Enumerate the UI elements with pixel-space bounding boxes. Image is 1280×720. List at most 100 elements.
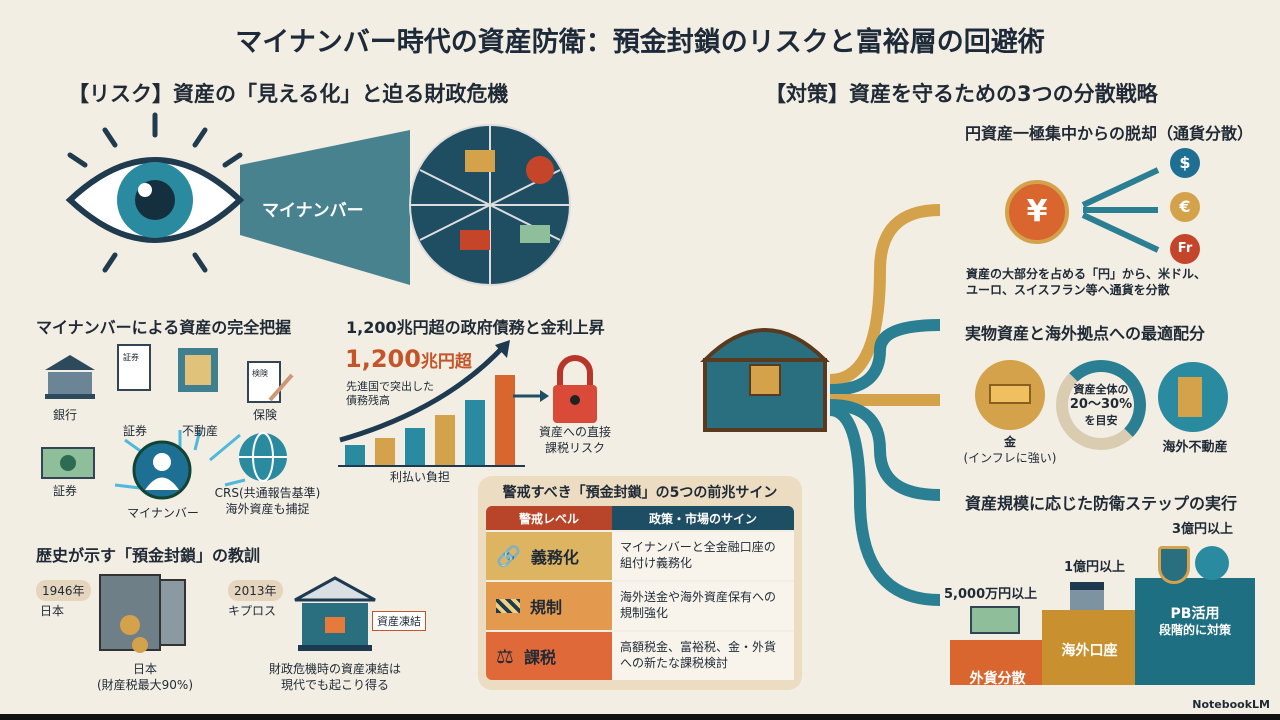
debt-bar-chart [338, 340, 597, 467]
caption-1b: (財産税最大90%) [96, 677, 194, 692]
col-header-sign: 政策・市場のサイン [612, 506, 794, 530]
step-1-label: 外貨分散 [969, 671, 1026, 687]
debt-number: 1,200 [345, 345, 421, 373]
table-row: 🔗 義務化 マイナンバーと全金融口座の組付け義務化 [486, 530, 794, 580]
history-title: 歴史が示す「預金封鎖」の教訓 [36, 546, 261, 565]
gold-label: 金(インフレに強い) [955, 435, 1065, 466]
person-avatar-icon [132, 440, 192, 500]
step-1-block [950, 640, 1045, 685]
strategy-2-title: 実物資産と海外拠点への最適配分 [965, 324, 1206, 343]
tax-risk-1: 資産への直接 [538, 425, 611, 439]
capture-title: マイナンバーによる資産の完全把握 [36, 318, 292, 337]
label-securities-2: 証券 [52, 484, 77, 498]
step-2-amount: 1億円以上 [1064, 560, 1126, 575]
level-label: 規制 [530, 598, 563, 617]
ring-percent: 20〜30% [1069, 397, 1133, 413]
chain-icon: 🔗 [496, 544, 521, 568]
sign-text: マイナンバーと全金融口座の組付け義務化 [612, 532, 794, 580]
treasure-chest-icon [700, 328, 830, 432]
currency-arrows [1081, 167, 1160, 253]
desc-2: ユーロ、スイスフラン等へ通貨を分散 [966, 283, 1170, 298]
padlock-icon [553, 355, 597, 423]
overseas-building-icon [1158, 362, 1228, 432]
beam [240, 130, 410, 285]
banknote-icon [41, 447, 95, 479]
step-1-amount: 5,000万円以上 [944, 587, 1038, 602]
dollar-coin-icon: $ [1170, 148, 1200, 178]
bank-icon [1070, 582, 1104, 610]
level-label: 課税 [523, 648, 556, 667]
globe-icon [1195, 546, 1229, 580]
strategy-heading: 【対策】資産を守るための3つの分散戦略 [765, 82, 1158, 106]
insurance-doc-icon [247, 361, 294, 403]
insurance-doc-label: 検険 [252, 369, 268, 378]
table-row: ⚖ 課税 高額税金、富裕税、金・外貨への新たな課税検討 [486, 630, 794, 680]
step-2-label: 海外口座 [1061, 643, 1118, 659]
debt-desc: 先進国で突出した債務残高 [346, 380, 434, 409]
gold-bars-icon [975, 360, 1045, 430]
label-securities: 証券 [122, 424, 147, 438]
desc-1: 資産の大部分を占める「円」から、米ドル、 [966, 267, 1207, 281]
scales-icon: ⚖ [496, 644, 514, 668]
label-insurance: 保険 [252, 408, 277, 422]
asset-freeze-tag: 資産凍結 [372, 611, 426, 631]
beam-label: マイナンバー [262, 201, 364, 221]
step-3-label-2: 段階的に対策 [1158, 622, 1231, 637]
yen-coin-icon: ¥ [1005, 180, 1069, 244]
year-2013: 2013年 [228, 580, 283, 601]
table-row: 規制 海外送金や海外資産保有への規制強化 [486, 580, 794, 630]
debt-title: 1,200兆円超の政府債務と金利上昇 [346, 318, 605, 337]
sign-text: 高額税金、富裕税、金・外貨への新たな課税検討 [612, 632, 794, 680]
gold-sub: (インフレに強い) [963, 450, 1057, 465]
tax-risk-label: 資産への直接課税リスク [535, 425, 615, 456]
label-mynumber: マイナンバー [127, 506, 199, 520]
step-3-amount: 3億円以上 [1172, 522, 1234, 537]
realestate-label: 海外不動産 [1162, 440, 1228, 455]
debt-unit: 兆円超 [420, 352, 472, 372]
caption-1a: 日本 [132, 662, 157, 676]
open-safe-icon [99, 574, 186, 653]
strategy-1-title: 円資産一極集中からの脱却（通貨分散） [965, 124, 1254, 143]
history-caption-2: 財政危機時の資産凍結は現代でも起こり得る [250, 662, 420, 693]
warning-signs-table: 警戒すべき「預金封鎖」の5つの前兆サイン 警戒レベル政策・市場のサイン 🔗 義務化… [478, 476, 802, 690]
strategy-1-desc: 資産の大部分を占める「円」から、米ドル、ユーロ、スイスフラン等へ通貨を分散 [966, 266, 1206, 298]
page-title: マイナンバー時代の資産防衛：預金封鎖のリスクと富裕層の回避術 [235, 27, 1045, 58]
franc-coin-icon: Fr [1170, 234, 1200, 264]
barrier-icon [496, 599, 520, 613]
crs-label: CRS(共通報告基準)海外資産も捕捉 [205, 486, 330, 517]
globe-net-icon [409, 124, 571, 286]
country-cyprus: キプロス [228, 604, 277, 618]
gold-title: 金 [1003, 435, 1016, 449]
step-2-block [1042, 610, 1137, 685]
debt-desc-2: 債務残高 [346, 394, 390, 408]
debt-figure: 1,200兆円超 [345, 345, 472, 373]
globe-icon [239, 432, 287, 482]
year-1946: 1946年 [36, 580, 91, 601]
label-bank: 銀行 [52, 408, 77, 422]
bank-icon [45, 355, 95, 399]
building-icon [178, 348, 218, 392]
bottom-bar [0, 714, 1280, 720]
sign-text: 海外送金や海外資産保有への規制強化 [612, 582, 794, 630]
caption-2b: 現代でも起こり得る [280, 677, 389, 692]
step-3-label-1: PB活用 [1170, 606, 1220, 622]
euro-coin-icon: € [1170, 192, 1200, 222]
ring-1: 資産全体の [1073, 383, 1129, 396]
ring-3: を目安 [1084, 414, 1118, 428]
capture-diagram [41, 344, 294, 500]
caption-2a: 財政危機時の資産凍結は [268, 662, 401, 676]
crs-title: CRS(共通報告基準) [214, 486, 321, 500]
signs-title: 警戒すべき「預金封鎖」の5つの前兆サイン [502, 485, 778, 501]
col-header-level: 警戒レベル [486, 506, 612, 530]
debt-axis-label: 利払い負担 [389, 470, 450, 484]
history-caption-1: 日本(財産税最大90%) [75, 662, 215, 693]
step-3-label: PB活用段階的に対策 [1135, 606, 1255, 637]
strategy-3-title: 資産規模に応じた防衛ステップの実行 [965, 494, 1238, 513]
level-label: 義務化 [530, 548, 579, 567]
certificate-label: 証券 [123, 353, 139, 362]
step-3-block [1135, 578, 1255, 685]
label-realestate: 不動産 [181, 424, 218, 438]
eye-surveillance-illustration [65, 112, 571, 286]
locked-bank-icon [294, 576, 376, 651]
